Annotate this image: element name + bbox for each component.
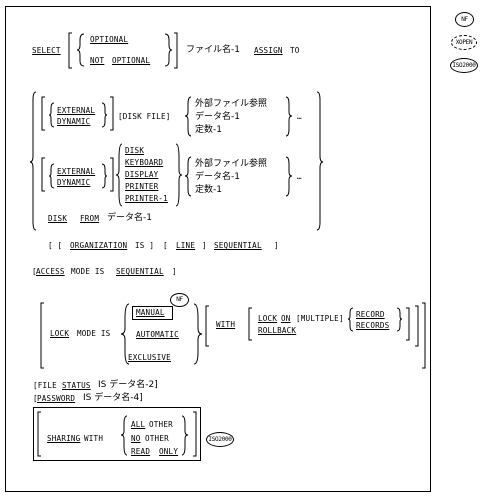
from-keyword: FROM: [80, 214, 100, 223]
multiple-keyword: [MULTIPLE]: [296, 314, 344, 323]
nf-badge-manual: NF: [170, 293, 189, 307]
disk-file-keyword: [DISK FILE]: [118, 112, 171, 121]
assign-keyword: ASSIGN: [254, 46, 283, 55]
external-keyword-2: EXTERNAL: [57, 167, 96, 176]
org-close: ]: [274, 241, 279, 250]
disk-keyword: DISK: [125, 146, 145, 155]
read-keyword: READ: [131, 447, 151, 456]
file-status-rest: IS データ名-2]: [98, 380, 158, 390]
rollback-keyword: ROLLBACK: [258, 326, 297, 335]
ellipsis-2: …: [297, 172, 302, 181]
all-keyword: ALL: [131, 420, 146, 429]
data-name-1-b: データ名-1: [195, 172, 240, 182]
lock-on-lock-keyword: LOCK: [258, 314, 278, 323]
iso2000-badge-sharing: ISO2000: [206, 432, 234, 447]
sharing-keyword: SHARING: [47, 434, 81, 443]
constant-1-a: 定数-1: [195, 125, 222, 135]
with-keyword-lock: WITH: [216, 320, 236, 329]
filename-1: ファイル名-1: [186, 45, 240, 55]
manual-box: [132, 306, 173, 320]
access-open: [: [32, 267, 37, 276]
sequential-keyword-access: SEQUENTIAL: [116, 267, 164, 276]
access-close: ]: [172, 267, 177, 276]
lock-keyword: LOCK: [50, 329, 70, 338]
password-open: [: [33, 394, 38, 403]
password-keyword: PASSWORD: [37, 394, 76, 403]
status-keyword: STATUS: [62, 381, 91, 390]
to-keyword: TO: [290, 46, 300, 55]
file-status-open: [FILE: [33, 381, 57, 390]
org-is: IS ]: [135, 241, 155, 250]
line-keyword: LINE: [176, 241, 196, 250]
select-keyword: SELECT: [32, 46, 61, 55]
data-name-1-a: データ名-1: [195, 112, 240, 122]
dynamic-keyword-1: DYNAMIC: [57, 117, 91, 126]
printer-keyword: PRINTER: [125, 182, 159, 191]
display-keyword: DISPLAY: [125, 170, 159, 179]
all-other: OTHER: [149, 420, 173, 429]
access-mode-is: MODE IS: [71, 267, 105, 276]
ellipsis-1: …: [297, 112, 302, 121]
keyboard-keyword: KEYBOARD: [125, 158, 164, 167]
record-keyword: RECORD: [356, 310, 385, 319]
xopen-badge: XOPEN: [451, 35, 477, 50]
no-other: OTHER: [145, 434, 169, 443]
line-close: ]: [202, 241, 207, 250]
on-keyword: ON: [281, 314, 291, 323]
disk-from-data-name: データ名-1: [107, 213, 152, 223]
line-open: [: [163, 241, 168, 250]
automatic-keyword: AUTOMATIC: [136, 330, 179, 339]
manual-keyword: MANUAL: [136, 308, 165, 317]
disk-from-disk-keyword: DISK: [48, 214, 68, 223]
lock-mode-is: MODE IS: [77, 329, 111, 338]
access-keyword: ACCESS: [36, 267, 65, 276]
constant-1-b: 定数-1: [195, 185, 222, 195]
not-keyword: NOT: [90, 56, 105, 65]
iso2000-badge: ISO2000: [450, 58, 478, 73]
org-open-brackets: [ [: [48, 241, 63, 250]
exclusive-keyword: EXCLUSIVE: [128, 353, 171, 362]
records-keyword: RECORDS: [356, 321, 390, 330]
not-optional-keyword: OPTIONAL: [112, 56, 151, 65]
nf-badge: NF: [455, 12, 474, 27]
dynamic-keyword-2: DYNAMIC: [57, 178, 91, 187]
external-file-ref-1: 外部ファイル参照: [195, 99, 268, 109]
sequential-keyword-org: SEQUENTIAL: [214, 241, 262, 250]
only-keyword: ONLY: [159, 447, 179, 456]
sharing-box: [33, 407, 201, 461]
organization-keyword: ORGANIZATION: [70, 241, 128, 250]
external-file-ref-2: 外部ファイル参照: [195, 159, 268, 169]
no-keyword: NO: [131, 434, 141, 443]
syntax-frame: [5, 6, 431, 492]
external-keyword-1: EXTERNAL: [57, 106, 96, 115]
sharing-with: WITH: [84, 434, 104, 443]
printer-1-keyword: PRINTER-1: [125, 194, 168, 203]
optional-keyword: OPTIONAL: [90, 35, 129, 44]
password-rest: IS データ名-4]: [83, 393, 143, 403]
